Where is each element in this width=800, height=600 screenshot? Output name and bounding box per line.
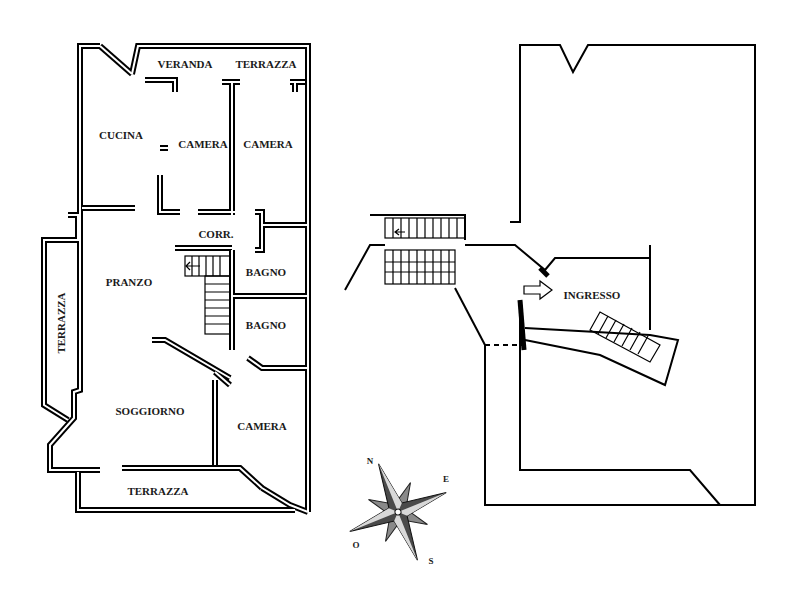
room-label: BAGNO — [245, 266, 287, 278]
room-label: SOGGIORNO — [114, 405, 185, 417]
room-label: VERANDA — [157, 58, 214, 70]
wall-outline — [44, 46, 308, 512]
room-label: INGRESSO — [563, 289, 622, 301]
compass-letter: S — [427, 557, 434, 567]
room-label: CAMERA — [177, 138, 229, 150]
site-boundary — [345, 45, 755, 505]
stair-symbol — [385, 218, 660, 362]
room-label: TERRAZZA — [55, 291, 67, 354]
room-label: CORR. — [197, 228, 234, 240]
stair-symbol — [185, 256, 230, 334]
room-label: TERRAZZA — [126, 485, 189, 497]
room-label: BAGNO — [245, 319, 287, 331]
dashed-line — [485, 344, 525, 346]
wall-inner — [44, 46, 308, 512]
entrance-wall — [520, 268, 548, 350]
compass-letter: O — [351, 541, 360, 551]
compass-rose — [330, 444, 465, 579]
entrance-arrow — [524, 281, 552, 299]
room-label: CAMERA — [236, 420, 288, 432]
room-label: CAMERA — [242, 138, 294, 150]
compass-letter: N — [366, 457, 375, 467]
room-label: PRANZO — [105, 276, 153, 288]
room-label: CUCINA — [98, 129, 144, 141]
compass-letter: E — [442, 475, 450, 485]
room-label: TERRAZZA — [234, 58, 297, 70]
